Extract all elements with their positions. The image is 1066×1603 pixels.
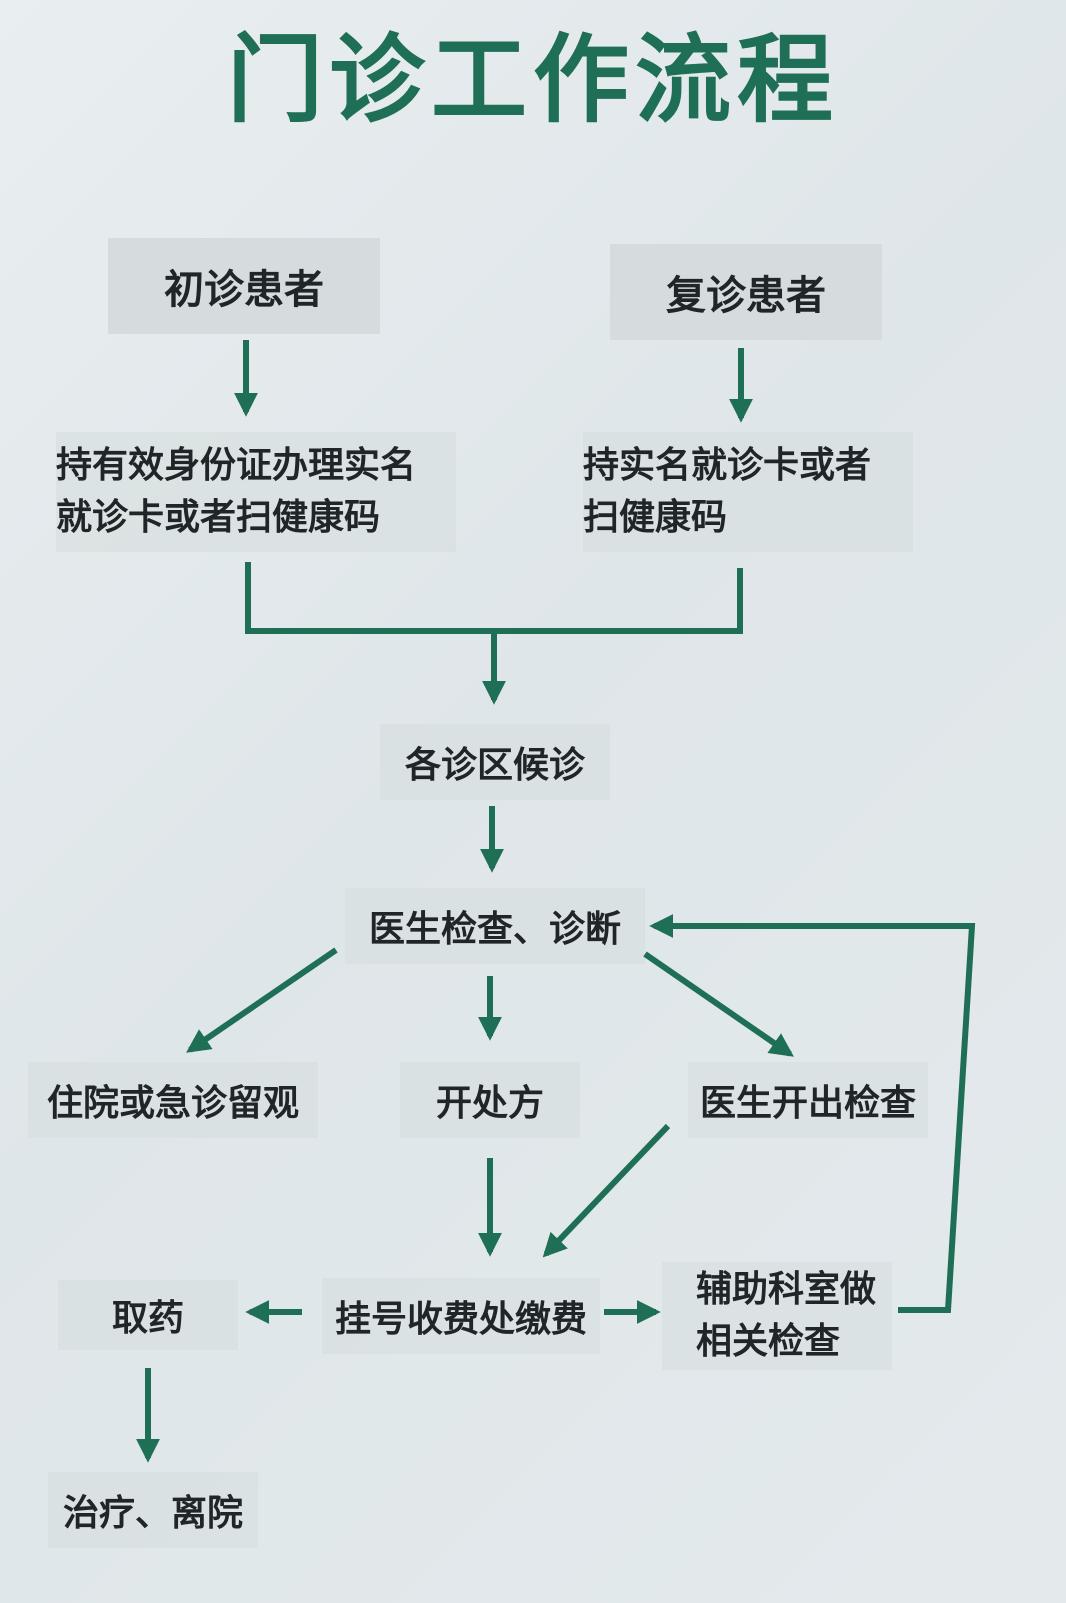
node-waiting: 各诊区候诊 (380, 724, 610, 800)
node-payment-label: 挂号收费处缴费 (334, 1299, 587, 1340)
node-waiting-label: 各诊区候诊 (404, 745, 585, 786)
node-order-tests-label: 医生开出检查 (699, 1083, 916, 1124)
node-get-medicine: 取药 (58, 1280, 238, 1350)
node-first-register: 持有效身份证办理实名 就诊卡或者扫健康码 (56, 432, 456, 552)
arrow-order-tests-to-payment (542, 1123, 671, 1258)
merge-connector (245, 562, 743, 634)
node-return-register-label: 持实名就诊卡或者 扫健康码 (583, 444, 872, 538)
node-doctor-exam-label: 医生检查、诊断 (368, 909, 621, 950)
node-hospitalize: 住院或急诊留观 (28, 1062, 318, 1138)
node-return-visit: 复诊患者 (610, 244, 882, 340)
node-order-tests: 医生开出检查 (688, 1062, 928, 1138)
node-payment: 挂号收费处缴费 (322, 1278, 600, 1354)
arrow-exam-to-order-tests (643, 951, 794, 1057)
page-title: 门诊工作流程 (227, 24, 839, 136)
node-prescribe: 开处方 (400, 1062, 580, 1138)
node-first-visit-label: 初诊患者 (164, 267, 324, 313)
arrow-aux-tests-back-to-exam (649, 914, 976, 1313)
node-treatment-leave: 治疗、离院 (48, 1472, 258, 1548)
node-treatment-leave-label: 治疗、离院 (62, 1493, 243, 1534)
node-doctor-exam: 医生检查、诊断 (345, 888, 645, 964)
node-first-visit: 初诊患者 (108, 238, 380, 334)
node-aux-tests-label: 辅助科室做 相关检查 (696, 1268, 877, 1362)
node-prescribe-label: 开处方 (435, 1083, 544, 1124)
arrow-exam-to-hospitalize (186, 947, 338, 1053)
node-return-visit-label: 复诊患者 (666, 273, 826, 319)
node-return-register: 持实名就诊卡或者 扫健康码 (583, 432, 913, 552)
node-hospitalize-label: 住院或急诊留观 (46, 1083, 299, 1124)
node-aux-tests: 辅助科室做 相关检查 (662, 1262, 892, 1370)
node-first-register-label: 持有效身份证办理实名 就诊卡或者扫健康码 (56, 444, 417, 538)
node-get-medicine-label: 取药 (111, 1298, 184, 1339)
